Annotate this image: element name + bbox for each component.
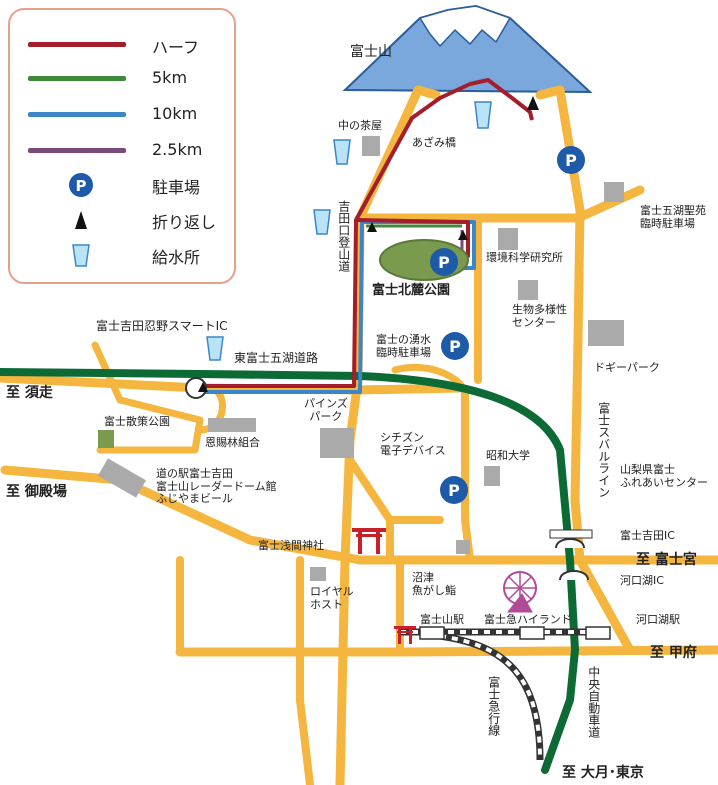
label-wakimizu-parking: 富士の湧水 臨時駐車場	[376, 333, 431, 359]
label-fujiyoshida-ic: 富士吉田IC	[620, 529, 675, 542]
torii-station	[394, 626, 416, 644]
legend-label-5km: 5km	[152, 68, 188, 87]
label-pines-park: パインズ パーク	[304, 397, 348, 423]
label-michinoeki: 道の駅富士吉田 富士山レーダードーム館 ふじやまビール	[156, 467, 277, 506]
legend-item-5km: 5km	[28, 66, 228, 90]
legend-item-2-5km: 2.5km	[28, 138, 228, 162]
label-kawaguchiko-station: 河口湖駅	[636, 613, 680, 626]
svg-text:P: P	[76, 177, 87, 195]
legend-label-half: ハーフ	[152, 38, 200, 57]
legend-item-half: ハーフ	[28, 32, 228, 57]
legend: ハーフ 5km 10km 2.5km P 駐車場 折り返し	[8, 8, 236, 284]
legend-item-turn: 折り返し	[28, 207, 228, 232]
legend-label-10km: 10km	[152, 104, 198, 123]
turnaround-icon	[75, 211, 87, 229]
buildings	[97, 136, 624, 581]
water-cup-icon	[72, 244, 90, 267]
label-kitafumoto-park: 富士北麓公園	[372, 283, 451, 298]
mount-fuji	[342, 4, 593, 94]
legend-label-parking: 駐車場	[152, 178, 201, 197]
label-citizen: シチズン 電子デバイス	[380, 431, 446, 457]
water-stations	[206, 101, 492, 361]
label-onshirin: 恩賜林組合	[205, 436, 260, 449]
legend-item-10km: 10km	[28, 102, 228, 126]
label-env-institute: 環境科学研究所	[486, 251, 563, 264]
legend-label-2-5km: 2.5km	[152, 140, 203, 159]
label-smart-ic: 富士吉田忍野スマートIC	[96, 319, 228, 333]
svg-text:P: P	[449, 337, 461, 356]
legend-label-water: 給水所	[152, 248, 201, 267]
label-highland: 富士急ハイランド	[484, 613, 572, 626]
stations	[419, 626, 611, 640]
label-sansaku-park: 富士散策公園	[104, 415, 170, 428]
dest-otsuki-tokyo: 至 大月･東京	[562, 765, 644, 781]
label-azami-bridge: あざみ橋	[412, 136, 456, 149]
label-yamanashi-fureai: 山梨県富士 ふれあいセンター	[620, 463, 708, 489]
label-royal-host: ロイヤル ホスト	[310, 585, 354, 611]
label-biodiversity: 生物多様性 センター	[512, 303, 567, 329]
interchange-rings	[185, 377, 593, 581]
label-doggy-park: ドギーパーク	[594, 361, 660, 374]
svg-text:P: P	[438, 253, 450, 272]
parking-icons	[430, 146, 585, 504]
torii-sengen	[352, 528, 386, 554]
label-chuo-expressway: 中央自動車道	[586, 666, 601, 738]
legend-label-turn: 折り返し	[152, 213, 217, 232]
svg-text:P: P	[565, 151, 577, 170]
label-mt-fuji: 富士山	[350, 44, 392, 60]
sansaku-park-field	[98, 430, 114, 448]
label-fujigoko-seien: 富士五湖聖苑 臨時駐車場	[640, 204, 706, 230]
label-numazu-sushi: 沼津 魚がし鮨	[412, 571, 456, 597]
parking-icon: P	[69, 173, 93, 197]
legend-line-5km	[28, 76, 126, 81]
label-fujikyu-line: 富士急行線	[486, 676, 501, 736]
label-subaru-line: 富士スバルライン	[596, 402, 611, 498]
legend-line-half	[28, 42, 126, 47]
legend-item-parking: P 駐車場	[28, 172, 228, 197]
turnaround-markers	[198, 96, 539, 392]
expressway	[0, 368, 579, 774]
svg-text:P: P	[448, 481, 460, 500]
parking-letters: P P P P	[438, 151, 577, 500]
dest-subashiri: 至 須走	[6, 385, 53, 401]
label-naka-chaya: 中の茶屋	[338, 119, 382, 132]
label-sengen-shrine: 富士浅間神社	[258, 539, 324, 552]
label-fujiyoshida-trail: 吉田口登山道	[336, 200, 351, 272]
legend-line-2-5km	[28, 148, 126, 153]
legend-line-10km	[28, 112, 126, 117]
ferris-wheel	[503, 571, 537, 613]
dest-fujinomiya: 至 富士宮	[636, 552, 697, 568]
dest-kofu: 至 甲府	[650, 645, 697, 661]
label-showa-univ: 昭和大学	[486, 449, 530, 462]
legend-item-water: 給水所	[28, 242, 228, 267]
dest-gotemba: 至 御殿場	[6, 484, 67, 500]
label-fujisan-station: 富士山駅	[420, 613, 464, 626]
label-kawaguchiko-ic: 河口湖IC	[620, 574, 664, 587]
label-higashi-fujigoko: 東富士五湖道路	[234, 351, 319, 365]
